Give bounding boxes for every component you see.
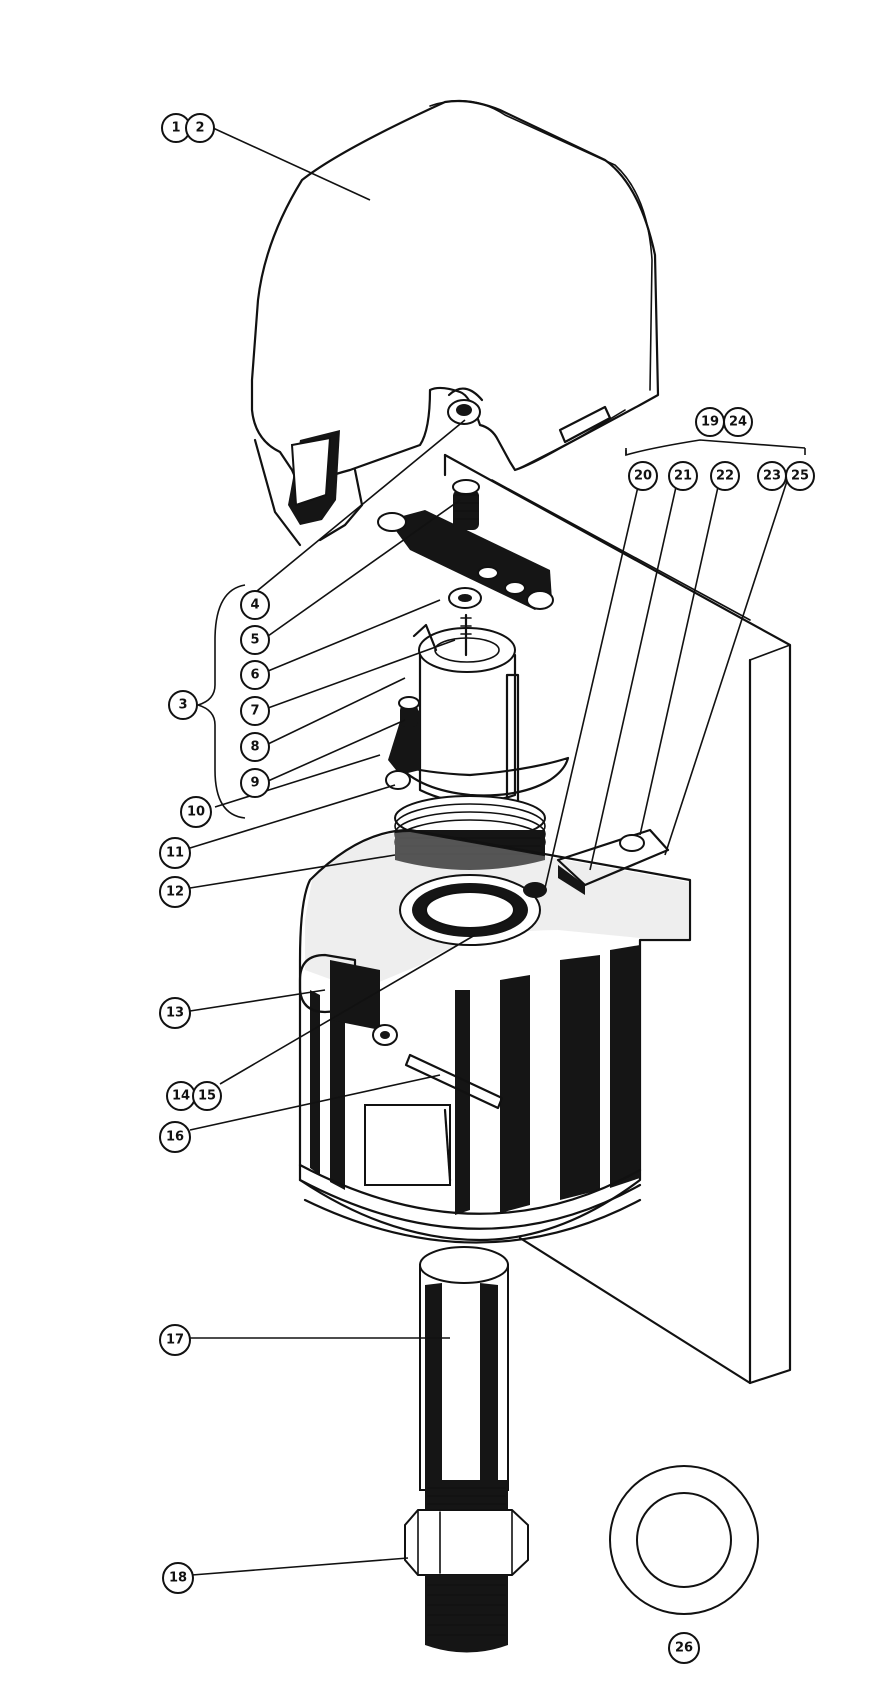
callout-26: 26: [668, 1632, 700, 1664]
svg-text:5: 5: [250, 633, 259, 648]
svg-text:20: 20: [634, 469, 652, 484]
washer: [609, 1465, 759, 1615]
svg-text:11: 11: [166, 846, 184, 861]
svg-text:18: 18: [169, 1571, 187, 1586]
callout-23: 23: [757, 461, 787, 491]
svg-text:22: 22: [716, 469, 734, 484]
callout-9: 9: [240, 768, 270, 798]
svg-text:24: 24: [729, 415, 747, 430]
contact-plate-assembly: [377, 479, 554, 610]
callout-6: 6: [240, 660, 270, 690]
callout-22: 22: [710, 461, 740, 491]
callout-21: 21: [668, 461, 698, 491]
callout-25: 25: [785, 461, 815, 491]
callout-20: 20: [628, 461, 658, 491]
svg-text:21: 21: [674, 469, 692, 484]
svg-text:7: 7: [250, 704, 259, 719]
callout-16: 16: [159, 1121, 191, 1153]
leader-lines: [189, 127, 806, 1576]
callout-8: 8: [240, 732, 270, 762]
svg-text:15: 15: [198, 1089, 216, 1104]
callout-7: 7: [240, 696, 270, 726]
callout-4: 4: [240, 590, 270, 620]
svg-text:1: 1: [171, 121, 180, 136]
cover-housing: [250, 99, 660, 547]
adjusting-screw-nut: [404, 1480, 529, 1653]
callout-12: 12: [159, 876, 191, 908]
callout-18: 18: [162, 1562, 194, 1594]
callout-2: 2: [185, 113, 215, 143]
svg-text:16: 16: [166, 1130, 184, 1145]
callout-3: 3: [168, 690, 198, 720]
callout-5: 5: [240, 625, 270, 655]
callout-14: 14: [166, 1081, 196, 1111]
callout-11: 11: [159, 837, 191, 869]
svg-text:2: 2: [195, 121, 204, 136]
svg-text:10: 10: [187, 805, 205, 820]
plunger: [419, 1246, 509, 1491]
svg-text:4: 4: [250, 598, 259, 613]
callout-19: 19: [695, 407, 725, 437]
svg-text:13: 13: [166, 1006, 184, 1021]
svg-text:12: 12: [166, 885, 184, 900]
svg-text:6: 6: [250, 668, 259, 683]
svg-text:14: 14: [172, 1089, 190, 1104]
callout-13: 13: [159, 997, 191, 1029]
svg-text:23: 23: [763, 469, 781, 484]
svg-text:8: 8: [250, 740, 259, 755]
svg-text:26: 26: [675, 1641, 693, 1656]
svg-text:25: 25: [791, 469, 809, 484]
callout-15: 15: [192, 1081, 222, 1111]
callout-24: 24: [723, 407, 753, 437]
svg-text:19: 19: [701, 415, 719, 430]
svg-text:17: 17: [166, 1333, 184, 1348]
callout-17: 17: [159, 1324, 191, 1356]
svg-text:9: 9: [250, 776, 259, 791]
mounting-panel: [443, 453, 792, 1385]
callout-10: 10: [180, 796, 212, 828]
coil-spring: [394, 795, 546, 870]
plunger-cup-assembly: [385, 613, 570, 812]
solenoid-body: [298, 828, 692, 1244]
svg-text:3: 3: [178, 698, 187, 713]
